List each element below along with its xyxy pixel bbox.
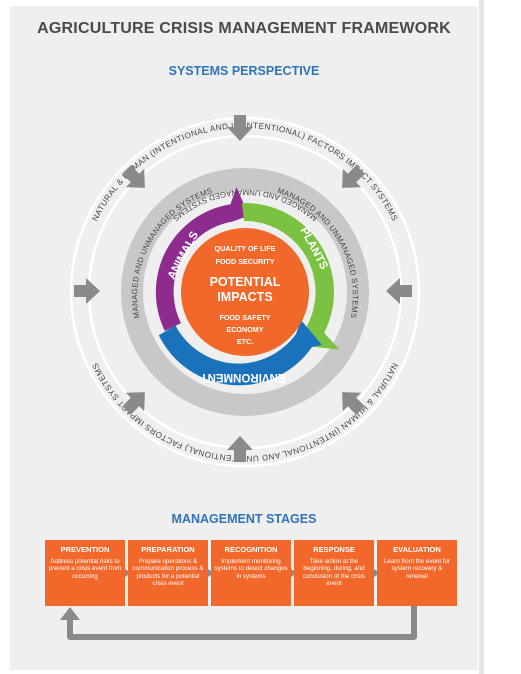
environment-label: ENVIRONMENT — [201, 371, 286, 383]
stage-name: PREVENTION — [60, 545, 110, 554]
center-line-economy: ECONOMY — [226, 325, 263, 334]
plants-segment — [241, 203, 340, 350]
center-line-etc: ETC. — [237, 337, 253, 346]
arrow-down-left-icon — [342, 165, 365, 188]
animals-segment — [155, 187, 249, 332]
stage-recognition: RECOGNITION Implement monitoring systems… — [211, 540, 291, 606]
arrow-left-icon — [386, 278, 412, 304]
arrow-down-right-icon — [122, 165, 145, 188]
stage-name: PREPARATION — [141, 545, 195, 554]
loop-back-line — [67, 606, 417, 640]
arrow-up-left-icon — [342, 392, 365, 415]
page-title: AGRICULTURE CRISIS MANAGEMENT FRAMEWORK — [37, 20, 451, 37]
stage-description: Prepare operations & communication proce… — [132, 558, 204, 588]
page-edge — [479, 0, 484, 674]
stage-description: Address potential risks to prevent a cri… — [48, 558, 122, 580]
arrow-right-icon — [74, 278, 100, 304]
potential-impacts-circle — [181, 228, 309, 356]
stage-preparation: PREPARATION Prepare operations & communi… — [128, 540, 208, 606]
stage-name: EVALUATION — [393, 545, 441, 554]
management-stages-heading: MANAGEMENT STAGES — [171, 512, 317, 526]
arrow-down-icon — [227, 115, 253, 141]
systems-ring — [121, 168, 369, 416]
stage-description: Implement monitoring systems to detect c… — [214, 558, 288, 580]
environment-segment — [158, 320, 322, 386]
stage-evaluation: EVALUATION Learn from the event for syst… — [377, 540, 457, 606]
arrow-up-right-icon — [122, 392, 145, 415]
stage-prevention: PREVENTION Address potential risks to pr… — [45, 540, 125, 606]
stage-description: Learn from the event for system recovery… — [383, 558, 451, 580]
center-line-food-safety: FOOD SAFETY — [219, 313, 270, 322]
stage-name: RECOGNITION — [224, 545, 278, 554]
center-title-potential: POTENTIAL — [210, 275, 281, 289]
stage-description: Take action at the beginning, during, an… — [302, 558, 366, 588]
stage-response: RESPONSE Take action at the beginning, d… — [294, 540, 374, 606]
center-title-impacts: IMPACTS — [217, 290, 272, 304]
stage-name: RESPONSE — [313, 545, 355, 554]
loop-back-arrowhead-icon — [60, 607, 80, 620]
center-line-quality-of-life: QUALITY OF LIFE — [215, 244, 276, 253]
systems-perspective-heading: SYSTEMS PERSPECTIVE — [168, 64, 320, 78]
center-line-food-security: FOOD SECURITY — [215, 257, 274, 266]
arrow-up-icon — [227, 436, 253, 462]
